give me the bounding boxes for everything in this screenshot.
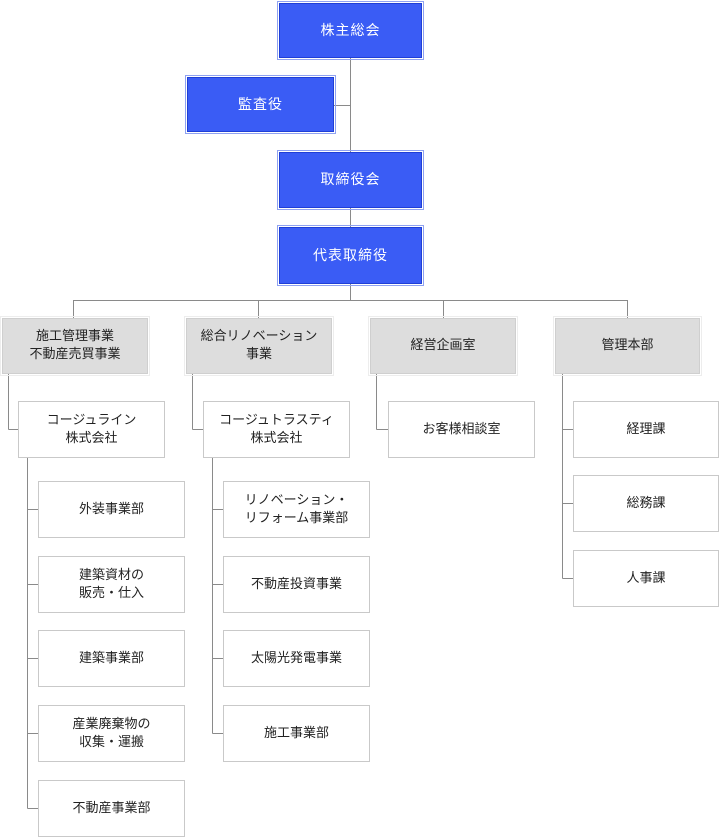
unit-box: 人事課 <box>573 550 719 607</box>
unit-box: 産業廃棄物の 収集・運搬 <box>38 705 185 762</box>
unit-box: 外装事業部 <box>38 481 185 538</box>
unit-box: リノベーション・ リフォーム事業部 <box>223 481 370 538</box>
representative-director-box: 代表取締役 <box>277 225 424 286</box>
division-renovation: 総合リノベーション 事業 <box>184 316 334 376</box>
division-administration: 管理本部 <box>553 316 702 376</box>
unit-box: 太陽光発電事業 <box>223 630 370 687</box>
unit-box: 不動産事業部 <box>38 780 185 837</box>
unit-box: 総務課 <box>573 475 719 532</box>
unit-box: 施工事業部 <box>223 705 370 762</box>
subsidiary-koujutrusty: コージュトラスティ 株式会社 <box>203 401 350 458</box>
auditor-box: 監査役 <box>185 75 336 134</box>
division-construction-realestate: 施工管理事業 不動産売買事業 <box>0 316 150 376</box>
subsidiary-koujuline: コージュライン 株式会社 <box>18 401 165 458</box>
unit-box: 建築事業部 <box>38 630 185 687</box>
shareholders-meeting-box: 株主総会 <box>277 1 424 60</box>
unit-box: 経理課 <box>573 401 719 458</box>
unit-box: お客様相談室 <box>388 401 535 458</box>
unit-box: 建築資材の 販売・仕入 <box>38 556 185 613</box>
board-of-directors-box: 取締役会 <box>277 150 424 210</box>
division-corporate-planning: 経営企画室 <box>368 316 518 376</box>
unit-box: 不動産投資事業 <box>223 556 370 613</box>
